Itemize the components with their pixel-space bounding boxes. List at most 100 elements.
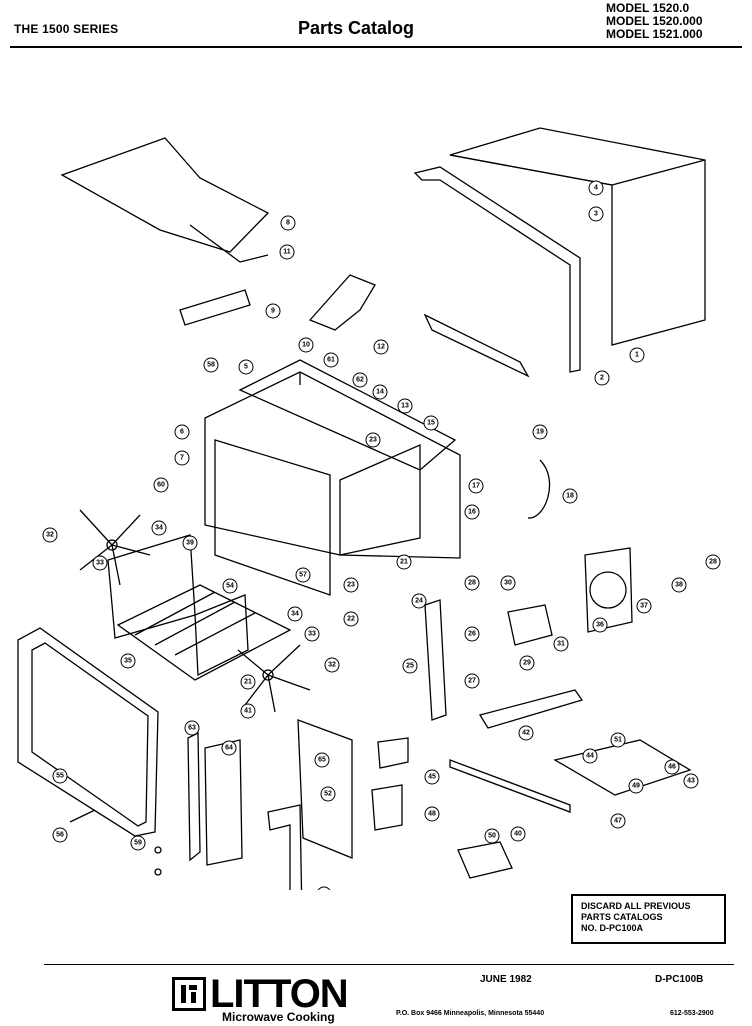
callout-bubble: 59 <box>130 835 146 851</box>
callout-bubble: 56 <box>52 827 68 843</box>
callout-label: 48 <box>428 811 436 818</box>
callout-circle <box>240 703 256 719</box>
callout-label: 49 <box>632 783 640 790</box>
callout-circle <box>52 827 68 843</box>
callout-circle <box>238 359 254 375</box>
callout-circle <box>588 180 604 196</box>
discard-line: PARTS CATALOGS <box>581 912 663 922</box>
callout-bubble: 28 <box>705 554 721 570</box>
callout-label: 19 <box>536 429 544 436</box>
callout-label: 18 <box>566 493 574 500</box>
publication-date: JUNE 1982 <box>480 974 532 985</box>
front-frame <box>413 166 581 373</box>
callout-label: 37 <box>640 603 648 610</box>
callout-circle <box>396 554 412 570</box>
callout-bubble: 32 <box>42 527 58 543</box>
callout-bubble: 45 <box>424 769 440 785</box>
page-title: Parts Catalog <box>298 18 415 38</box>
callout-label: 34 <box>155 525 163 532</box>
bracket-part <box>179 289 251 326</box>
callout-circle <box>423 415 439 431</box>
control-bracket <box>297 719 353 859</box>
callout-circle <box>373 339 389 355</box>
callout-circle <box>317 886 331 890</box>
callout-circle <box>610 813 626 829</box>
callout-circle <box>184 720 200 736</box>
callout-label: 23 <box>347 582 355 589</box>
callout-circle <box>397 398 413 414</box>
callout-bubble: 4 <box>588 180 604 196</box>
callout-bubble: 11 <box>279 244 295 260</box>
discard-notice: DISCARD ALL PREVIOUS PARTS CATALOGS NO. … <box>571 894 726 944</box>
callout-label: 7 <box>180 455 184 462</box>
callout-circle <box>510 826 526 842</box>
callout-label: 30 <box>504 580 512 587</box>
callout-circle <box>594 370 610 386</box>
callout-label: 29 <box>523 660 531 667</box>
callout-label: 6 <box>180 429 184 436</box>
callout-circle <box>265 303 281 319</box>
relay <box>371 784 403 831</box>
callout-label: 44 <box>586 753 594 760</box>
callout-circle <box>279 244 295 260</box>
callout-circle <box>323 352 339 368</box>
callout-bubble: 44 <box>582 748 598 764</box>
callout-bubble: 27 <box>464 673 480 689</box>
callout-circle <box>352 372 368 388</box>
callout-circle <box>629 347 645 363</box>
wire-harness <box>527 459 551 519</box>
callout-circle <box>532 424 548 440</box>
callout-circle <box>120 653 136 669</box>
callout-bubble: 61 <box>323 352 339 368</box>
callout-bubble: 41 <box>240 703 256 719</box>
callout-circle <box>664 759 680 775</box>
header-series: THE 1500 SERIES <box>14 22 119 36</box>
callout-label: 42 <box>522 730 530 737</box>
callout-bubble: 54 <box>222 578 238 594</box>
company-address: P.O. Box 9466 Minneapolis, Minnesota 554… <box>396 1010 545 1017</box>
callout-bubble: 65 <box>314 752 330 768</box>
callout-label: 64 <box>225 745 233 752</box>
callout-bubble: 21 <box>240 674 256 690</box>
callout-bubble: 12 <box>373 339 389 355</box>
callout-bubble: 36 <box>592 617 608 633</box>
callout-bubble: 51 <box>610 732 626 748</box>
callout-bubble: 3 <box>588 206 604 222</box>
document-code: D-PC100B <box>655 974 704 985</box>
callout-bubble: 30 <box>500 575 516 591</box>
callout-circle <box>464 575 480 591</box>
callout-bubble: 42 <box>518 725 534 741</box>
brand-subtitle: Microwave Cooking <box>222 1010 335 1024</box>
callout-label: 39 <box>186 540 194 547</box>
callout-circle <box>464 673 480 689</box>
callout-bubble: 43 <box>683 773 699 789</box>
callout-circle <box>683 773 699 789</box>
side-panel <box>107 534 196 639</box>
callout-label: 56 <box>56 832 64 839</box>
header-rule <box>10 46 742 48</box>
callout-circle <box>151 520 167 536</box>
brand-name: LITTON <box>210 972 349 1016</box>
callout-circle <box>174 424 190 440</box>
callout-circle <box>304 626 320 642</box>
callout-circle <box>519 655 535 671</box>
callout-circle <box>372 384 388 400</box>
side-panel <box>194 594 249 677</box>
callout-circle <box>240 674 256 690</box>
callout-bubble: 38 <box>671 577 687 593</box>
relay <box>377 737 409 769</box>
callout-circle <box>636 598 652 614</box>
callout-bubble: 10 <box>298 337 314 353</box>
oven-door <box>17 627 159 837</box>
grommet-part <box>154 868 162 876</box>
callout-circle <box>705 554 721 570</box>
callout-bubble: 62 <box>352 372 368 388</box>
callout-bubble: 15 <box>423 415 439 431</box>
callout-bubble: 21 <box>396 554 412 570</box>
callout-group: 1234567891011121314151617181921212223232… <box>42 180 721 890</box>
callout-circle <box>92 555 108 571</box>
callout-label: 38 <box>675 582 683 589</box>
discard-line: DISCARD ALL PREVIOUS <box>581 901 691 911</box>
callout-label: 31 <box>557 641 565 648</box>
callout-circle <box>582 748 598 764</box>
